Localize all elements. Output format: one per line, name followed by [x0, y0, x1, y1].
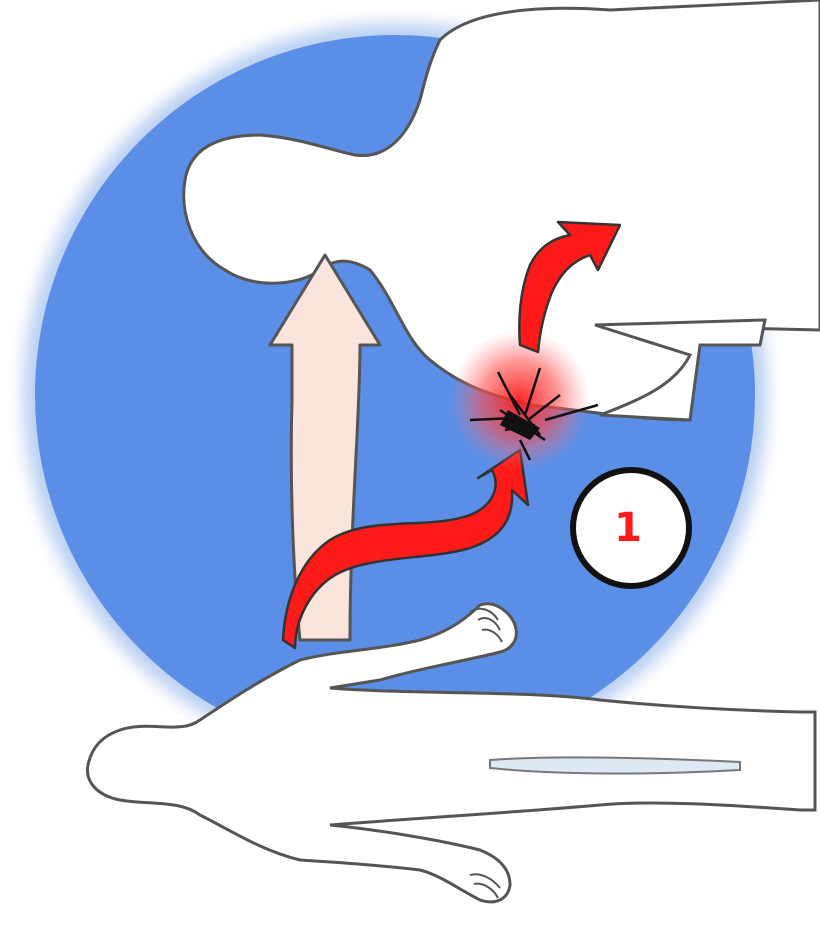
number-badge-label: 1	[578, 498, 678, 558]
impact-burst-glow	[450, 330, 590, 470]
patient-arm-shading	[490, 757, 740, 773]
